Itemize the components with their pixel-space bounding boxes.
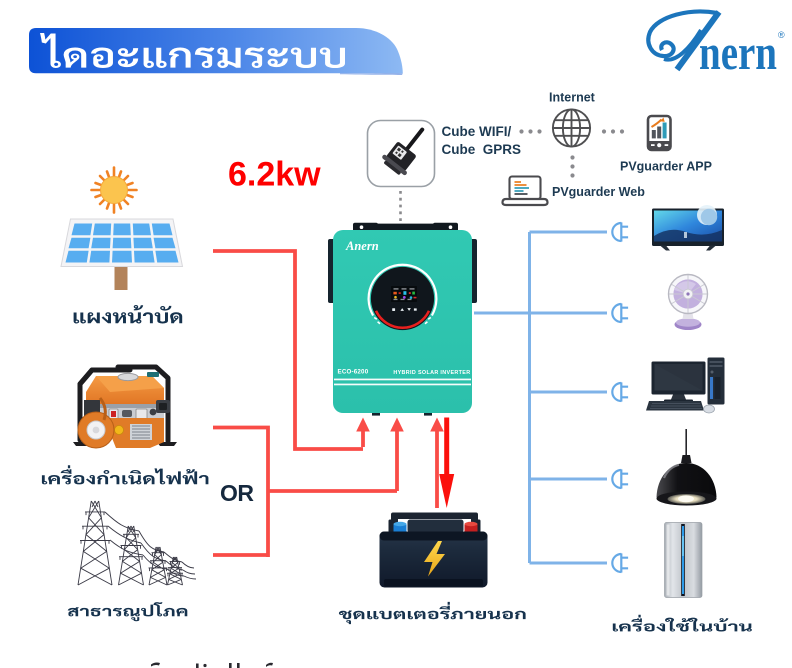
svg-text:Internet: Internet — [549, 91, 596, 105]
svg-text:PVguarder Web: PVguarder Web — [552, 185, 645, 199]
svg-text:OR: OR — [220, 480, 254, 506]
svg-text:Cube WIFI/: Cube WIFI/ — [442, 124, 512, 139]
svg-text:PVguarder APP: PVguarder APP — [620, 160, 712, 174]
svg-text:nern: nern — [699, 24, 777, 80]
svg-text:HYBRID SOLAR INVERTER: HYBRID SOLAR INVERTER — [393, 370, 470, 376]
svg-text:6.2kw: 6.2kw — [228, 156, 321, 194]
svg-text:®: ® — [778, 30, 785, 40]
svg-text:Anern: Anern — [345, 239, 379, 253]
svg-text:Cube GPRS: Cube GPRS — [442, 142, 522, 157]
svg-text:ECO-6200: ECO-6200 — [338, 369, 369, 376]
